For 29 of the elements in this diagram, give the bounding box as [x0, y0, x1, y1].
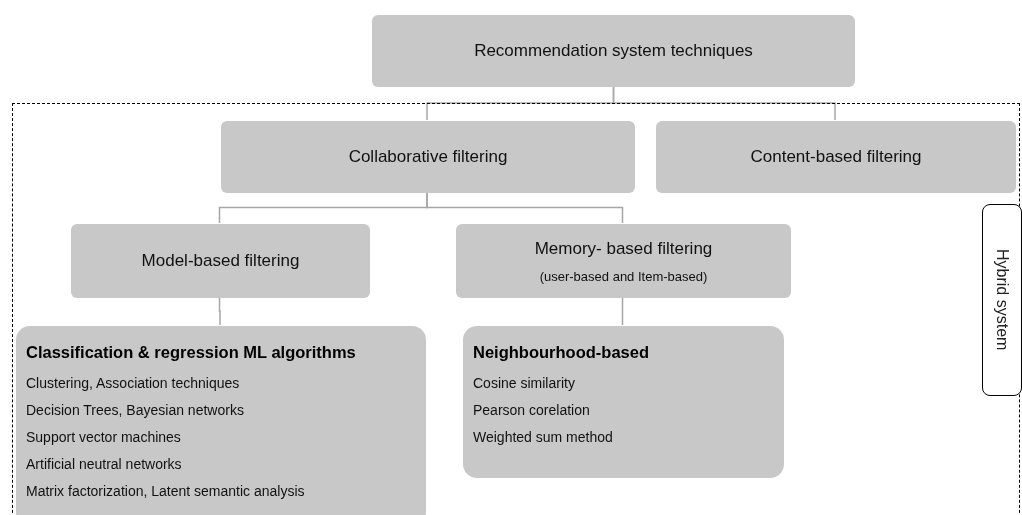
box-heading: Neighbourhood-based [473, 342, 650, 363]
connector-line [612, 86, 836, 121]
list-item: Matrix factorization, Latent semantic analysis [26, 481, 306, 501]
box-title: Collaborative filtering [348, 146, 508, 169]
list-item: Artificial neutral networks [26, 454, 183, 474]
box-subtitle: (user-based and Item-based) [539, 268, 708, 286]
category-box [221, 121, 635, 193]
box-title: Memory- based filtering [534, 237, 713, 260]
list-item: Cosine similarity [473, 373, 576, 393]
connector-line [426, 191, 624, 224]
list-box [16, 326, 426, 515]
connector-line [621, 296, 624, 326]
list-item: Pearson corelation [473, 400, 591, 420]
box-heading: Classification & regression ML algorithms [26, 342, 357, 363]
list-item: Support vector machines [26, 427, 182, 447]
category-box [71, 224, 370, 298]
box-title: Content-based filtering [750, 146, 922, 169]
list-item: Weighted sum method [473, 427, 614, 447]
dashed-region [12, 103, 1020, 515]
connector-line [218, 296, 221, 326]
category-box [656, 121, 1016, 193]
category-box [372, 15, 855, 87]
list-item: Clustering, Association techniques [26, 373, 241, 393]
box-title: Model-based filtering [141, 250, 300, 273]
box-title: Recommendation system techniques [474, 40, 753, 63]
list-box [463, 326, 784, 478]
side-label: Hybrid system [982, 204, 1022, 396]
list-item: Decision Trees, Bayesian networks [26, 400, 245, 420]
category-box [456, 224, 791, 298]
